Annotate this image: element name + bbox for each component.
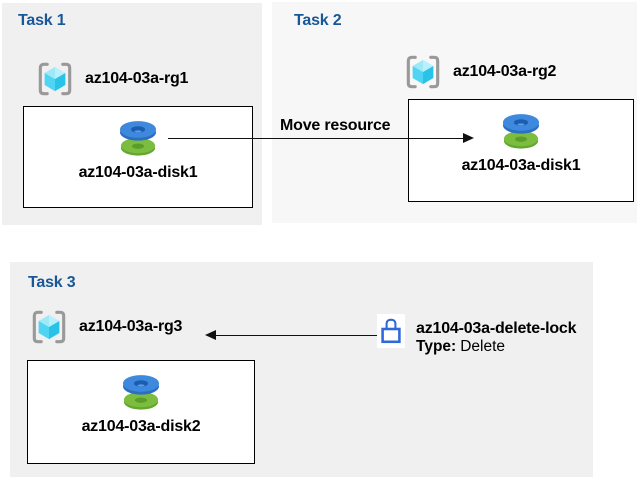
lock-type-label: Type: [416,338,457,355]
delete-lock-note: az104-03a-delete-lock Type:Delete [377,314,577,356]
task3-panel: Task 3 az104-03a-rg3 az104-03a-disk2 [10,262,593,477]
disk-icon [120,373,162,411]
task3-resource-group: az104-03a-rg3 [30,308,182,346]
task2-resource-box: az104-03a-disk1 [408,99,634,202]
lock-icon [379,316,403,346]
lock-icon-box [377,314,405,348]
task2-title: Task 2 [294,12,342,29]
resource-group-label: az104-03a-rg1 [85,70,189,87]
lock-type: Type:Delete [416,338,576,356]
resource-group-label: az104-03a-rg2 [453,63,557,80]
task1-resource-group: az104-03a-rg1 [36,60,188,98]
task1-resource-box: az104-03a-disk1 [23,106,253,208]
task3-resource-box: az104-03a-disk2 [27,360,255,464]
task3-title: Task 3 [28,274,76,291]
move-resource-label: Move resource [280,117,391,134]
lock-text: az104-03a-delete-lock Type:Delete [416,314,577,356]
disk-label: az104-03a-disk1 [461,157,581,174]
resource-group-icon [404,53,442,91]
lock-type-value: Delete [460,338,506,355]
resource-group-label: az104-03a-rg3 [79,318,183,335]
disk-label: az104-03a-disk1 [78,164,198,181]
move-resource-arrow [168,132,474,143]
lock-name: az104-03a-delete-lock [416,320,577,337]
resource-group-icon [36,60,74,98]
resource-group-icon [30,308,68,346]
disk-label: az104-03a-disk2 [81,418,201,435]
task1-title: Task 1 [18,12,66,29]
task2-panel: Task 2 az104-03a-rg2 az104-03a-disk1 [272,2,637,223]
disk-icon [500,112,542,150]
task2-resource-group: az104-03a-rg2 [404,53,556,91]
disk-icon [117,119,159,157]
task1-panel: Task 1 az104-03a-rg1 az104-03a-disk1 [2,3,262,225]
lock-arrow [205,329,378,340]
